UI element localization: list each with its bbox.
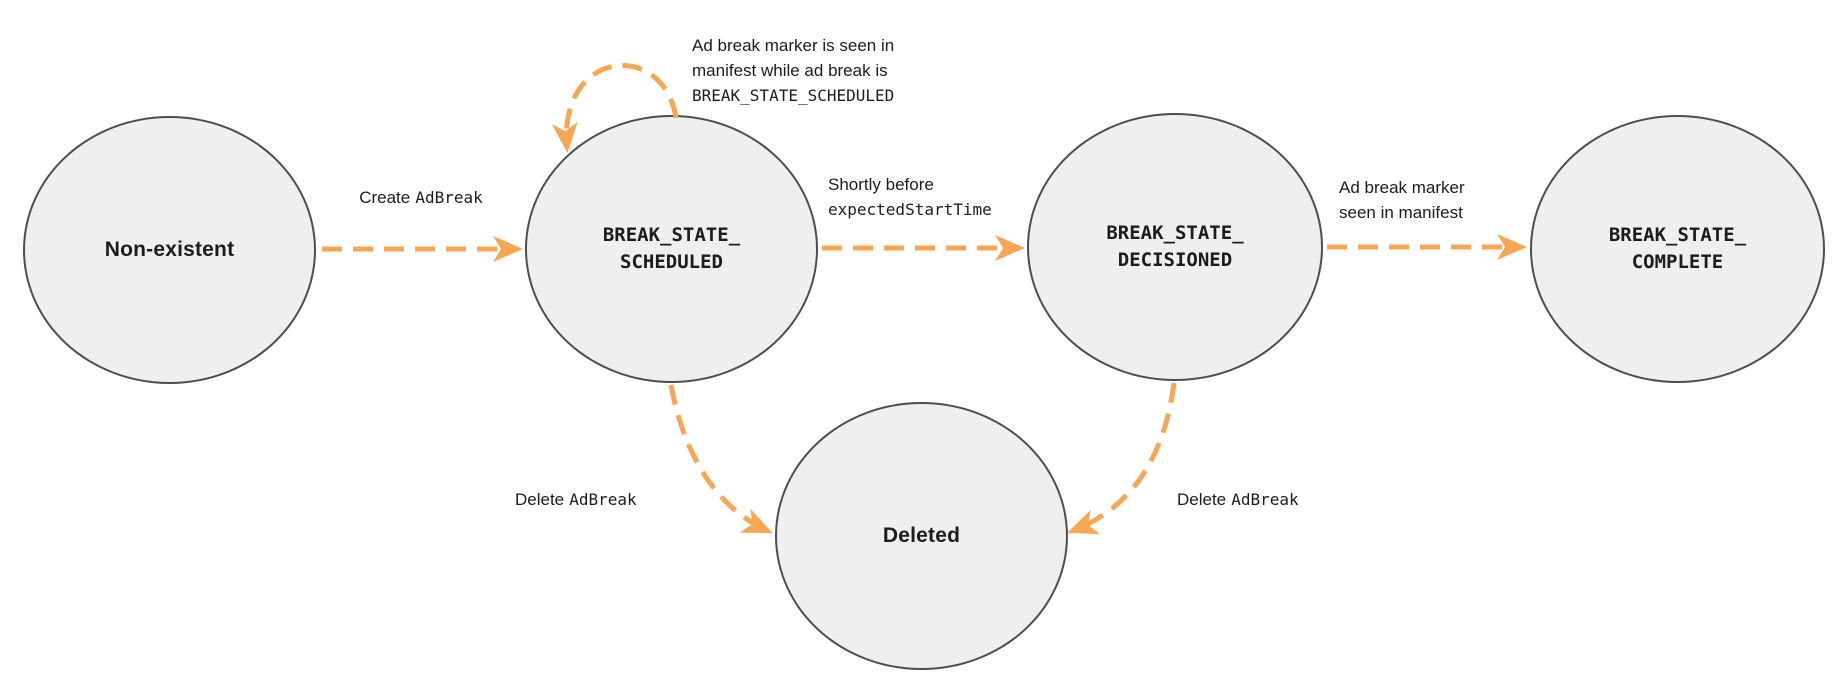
- edge-label-code: expectedStartTime: [828, 200, 992, 219]
- state-node-label-line2: DECISIONED: [1117, 249, 1233, 271]
- state-node-label: Deleted: [882, 524, 961, 547]
- state-node-break-state-decisioned: BREAK_STATE_ DECISIONED: [1027, 113, 1323, 381]
- edge-label-line2: manifest while ad break is: [692, 61, 888, 80]
- state-node-label: BREAK_STATE_ COMPLETE: [1609, 222, 1746, 276]
- state-node-break-state-scheduled: BREAK_STATE_ SCHEDULED: [525, 115, 818, 383]
- edge-label-code: BREAK_STATE_SCHEDULED: [692, 86, 895, 105]
- edge-label-self-loop: Ad break marker is seen in manifest whil…: [692, 33, 894, 108]
- edge-label-shortly-before: Shortly before expectedStartTime: [828, 172, 992, 222]
- edge-label-text: Delete: [1177, 490, 1227, 509]
- state-node-break-state-complete: BREAK_STATE_ COMPLETE: [1530, 115, 1825, 383]
- state-node-label-line1: BREAK_STATE_: [602, 224, 741, 246]
- edge-delete-from-scheduled: [668, 384, 773, 534]
- edge-delete-from-decisioned: [1067, 382, 1177, 535]
- edge-label-text: Delete: [515, 490, 565, 509]
- edge-label-line1: Ad break marker is seen in: [692, 36, 895, 55]
- edge-label-marker-seen: Ad break marker seen in manifest: [1339, 175, 1465, 225]
- state-node-label: BREAK_STATE_ DECISIONED: [1106, 220, 1243, 274]
- edge-label-text: Create: [359, 188, 411, 207]
- state-node-non-existent: Non-existent: [23, 116, 316, 384]
- state-node-label-line1: BREAK_STATE_: [1608, 224, 1747, 246]
- state-node-label-line2: COMPLETE: [1631, 251, 1724, 273]
- edge-label-text: Shortly before: [828, 175, 934, 194]
- state-node-deleted: Deleted: [775, 402, 1068, 670]
- edge-label-line2: seen in manifest: [1339, 203, 1463, 222]
- edge-label-code: AdBreak: [415, 188, 483, 207]
- state-node-label-line1: BREAK_STATE_: [1106, 222, 1244, 244]
- edge-label-code: AdBreak: [1231, 490, 1299, 509]
- edge-label-line1: Ad break marker: [1339, 178, 1465, 197]
- state-node-label: Non-existent: [104, 238, 235, 261]
- state-node-label-line2: SCHEDULED: [620, 251, 723, 273]
- state-node-label: BREAK_STATE_ SCHEDULED: [603, 222, 740, 276]
- edge-label-code: AdBreak: [569, 490, 637, 509]
